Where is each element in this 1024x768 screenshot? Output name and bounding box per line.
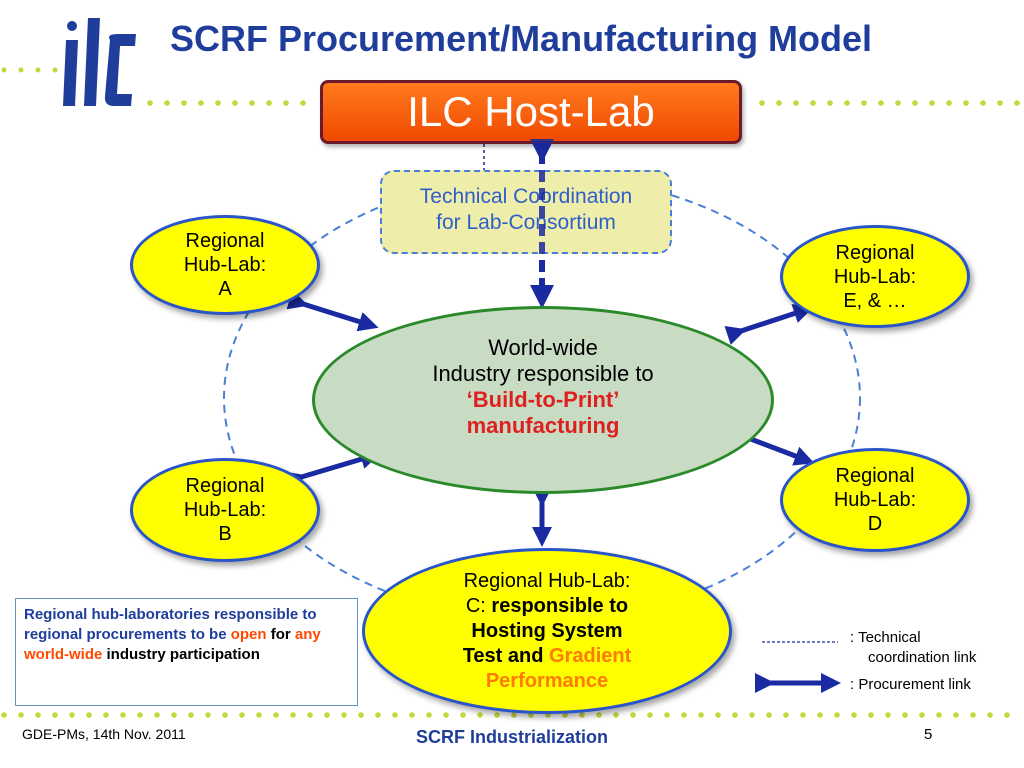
footer-title: SCRF Industrialization <box>415 727 608 747</box>
hub-d-line3: D <box>867 513 883 535</box>
hub-a-line2: Hub-Lab: <box>183 254 267 276</box>
note-part2: industry participation <box>106 646 260 663</box>
procurement-arrow-a <box>286 290 379 332</box>
hub-lab-e: Regional Hub-Lab: E, & … <box>780 225 970 328</box>
note-for: for <box>270 626 291 643</box>
hub-c-line2-prefix: C: <box>465 594 486 617</box>
hub-e-line3: E, & … <box>843 289 907 312</box>
note-any: any <box>294 626 321 643</box>
hub-d-line1: Regional <box>835 465 915 487</box>
hub-b-line3: B <box>218 523 232 545</box>
hub-lab-c: Regional Hub-Lab: C: responsible to Host… <box>362 548 732 714</box>
hub-c-line1: Regional Hub-Lab: <box>463 569 631 592</box>
center-line3: ‘Build-to-Print’ <box>466 387 620 412</box>
legend-tech-line2: coordination link <box>868 649 977 666</box>
hub-b-line1: Regional <box>185 475 265 497</box>
hub-d-line2: Hub-Lab: <box>833 489 917 511</box>
legend-technical-label: : Technical coordination link <box>850 628 976 668</box>
hub-a-line1: Regional <box>185 230 265 252</box>
host-lab-box: ILC Host-Lab <box>320 80 742 144</box>
hub-e-line2: Hub-Lab: <box>833 265 917 288</box>
hub-c-line4-orange: Gradient <box>549 644 632 667</box>
slide-title: SCRF Procurement/Manufacturing Model <box>170 18 873 59</box>
footer-date: GDE-PMs, 14th Nov. 2011 <box>22 726 186 742</box>
hub-c-line4-prefix: Test and <box>462 644 544 667</box>
legend-procurement-label: : Procurement link <box>850 676 971 693</box>
tech-coord-line2: for Lab-Consortium <box>436 211 616 234</box>
ilc-logo-icon <box>63 18 136 106</box>
hub-lab-b: Regional Hub-Lab: B <box>130 458 320 562</box>
note-open: open <box>230 626 267 643</box>
center-line4: manufacturing <box>466 413 620 438</box>
page-number: 5 <box>924 726 933 743</box>
center-line1: World-wide <box>488 335 598 360</box>
hub-lab-d: Regional Hub-Lab: D <box>780 448 970 552</box>
note-worldwide: world-wide <box>24 646 103 663</box>
hub-e-line1: Regional <box>835 241 915 264</box>
regional-hub-note-box: Regional hub-laboratories responsible to… <box>15 598 358 706</box>
note-part1: Regional hub-laboratories responsible to… <box>24 606 317 643</box>
legend-tech-line1: : Technical <box>850 629 921 646</box>
world-wide-industry-ellipse: World-wide Industry responsible to ‘Buil… <box>312 306 774 494</box>
center-line2: Industry responsible to <box>432 361 654 386</box>
technical-coordination-box: Technical Coordination for Lab-Consortiu… <box>380 170 672 254</box>
hub-b-line2: Hub-Lab: <box>183 499 267 521</box>
hub-c-line2-bold: responsible to <box>491 594 629 617</box>
hub-a-line3: A <box>218 278 232 300</box>
procurement-arrow-b <box>284 449 381 491</box>
hub-c-line3: Hosting System <box>471 619 623 642</box>
tech-coord-line1: Technical Coordination <box>419 185 633 208</box>
procurement-arrow-e <box>724 303 814 345</box>
hub-lab-a: Regional Hub-Lab: A <box>130 215 320 315</box>
hub-c-line5: Performance <box>485 669 609 692</box>
